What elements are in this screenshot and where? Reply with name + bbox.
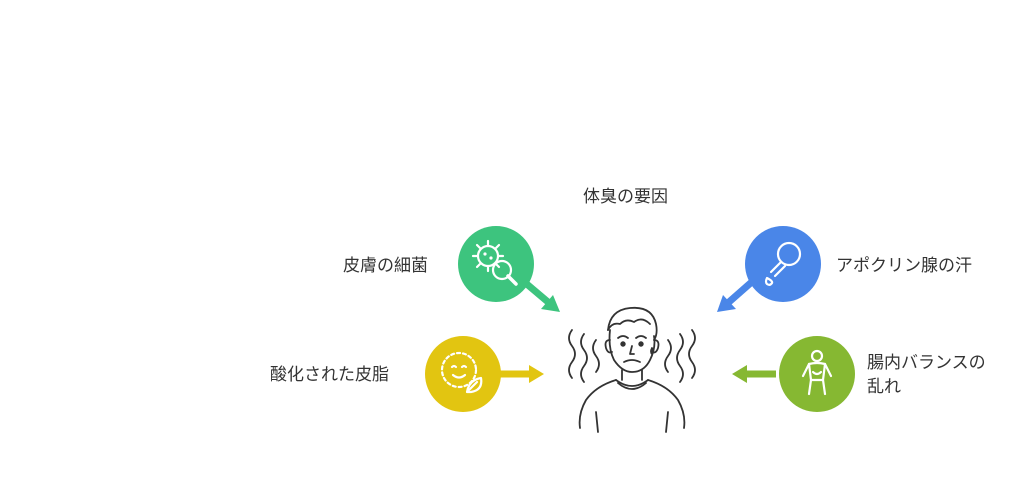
face-leaf-icon <box>440 351 483 394</box>
sweating-person-icon <box>568 306 696 433</box>
circle-gut-imbalance <box>779 336 855 412</box>
diagram-title: 体臭の要因 <box>583 187 668 207</box>
sweat-gland-droplet-icon <box>764 241 802 286</box>
arrow-gut-imbalance <box>732 365 776 383</box>
label-skin-bacteria: 皮膚の細菌 <box>343 256 428 276</box>
arrow-oxidized-sebum <box>500 365 544 383</box>
bacteria-magnifier-icon <box>471 239 518 286</box>
circle-apocrine-sweat <box>745 226 821 302</box>
label-apocrine-sweat: アポクリン腺の汗 <box>836 256 972 276</box>
label-gut-imbalance-line2: 乱れ <box>867 377 901 397</box>
label-oxidized-sebum: 酸化された皮脂 <box>270 365 389 385</box>
stomach-person-icon <box>801 349 833 396</box>
label-gut-imbalance-line1: 腸内バランスの <box>867 353 986 373</box>
circle-skin-bacteria <box>458 226 534 302</box>
circle-oxidized-sebum <box>425 336 501 412</box>
